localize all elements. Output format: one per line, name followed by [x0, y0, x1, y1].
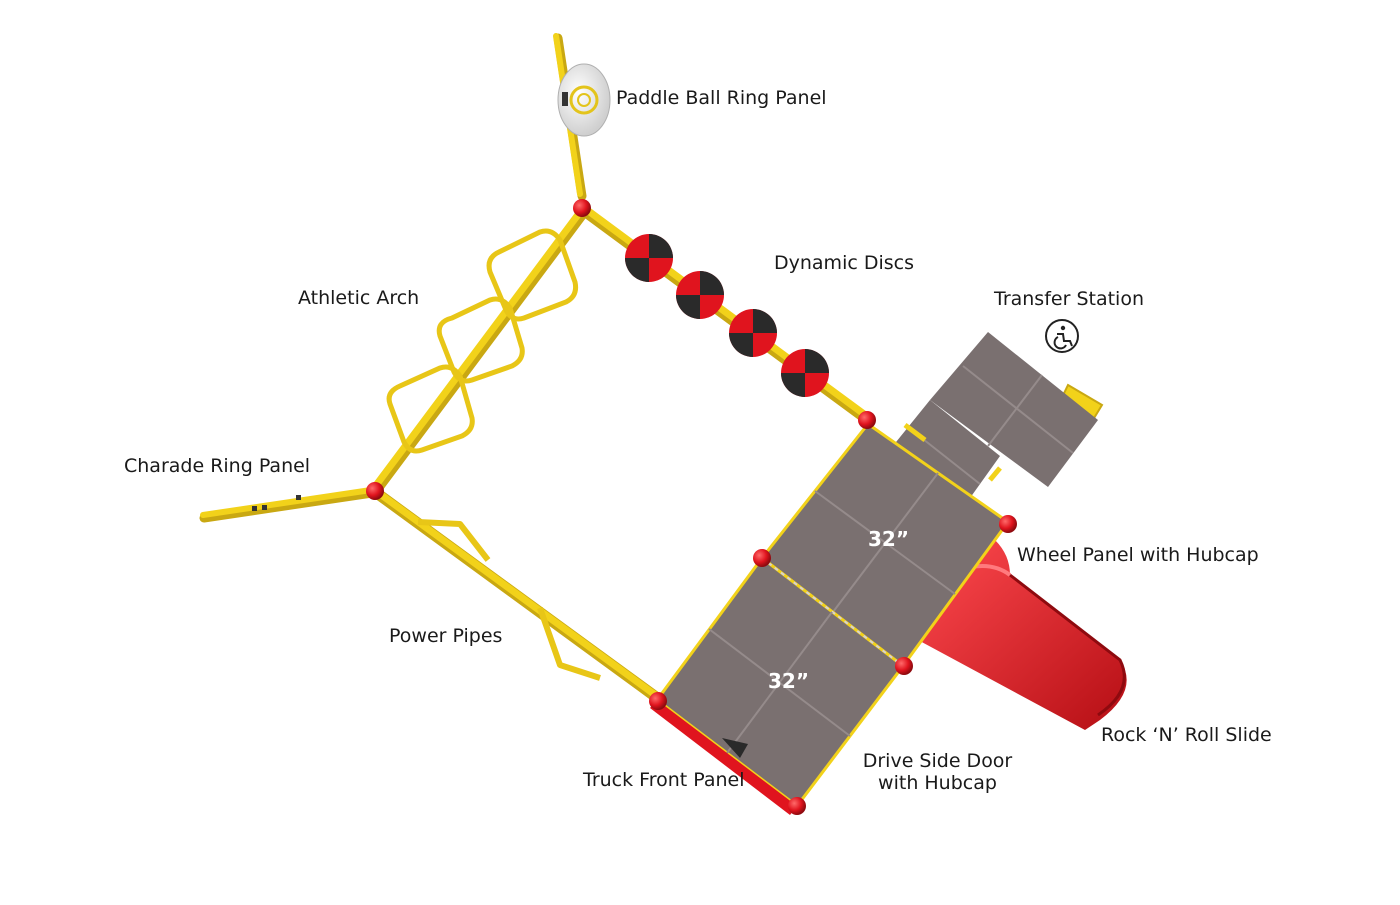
label-paddle-ball-ring-panel: Paddle Ball Ring Panel [616, 87, 827, 109]
joint-ball [895, 657, 913, 675]
wheelchair-icon [1045, 319, 1079, 353]
label-drive-side-door-line2: with Hubcap [878, 772, 997, 794]
power-pipes [372, 487, 666, 706]
disc [729, 309, 777, 357]
joint-ball [788, 797, 806, 815]
joint-ball [573, 199, 591, 217]
label-drive-side-door: Drive Side Door with Hubcap [860, 750, 1015, 794]
label-transfer-station: Transfer Station [994, 288, 1144, 310]
label-athletic-arch: Athletic Arch [298, 287, 420, 309]
joint-balls [366, 199, 1017, 815]
disc [676, 271, 724, 319]
deck-lower [650, 555, 906, 815]
joint-ball [858, 411, 876, 429]
transfer-station [888, 332, 1104, 512]
deck-size-upper: 32” [868, 527, 909, 551]
joint-ball [366, 482, 384, 500]
joint-ball [649, 692, 667, 710]
label-drive-side-door-line1: Drive Side Door [862, 750, 1013, 772]
label-truck-front-panel: Truck Front Panel [583, 769, 745, 791]
deck-upper [759, 421, 1011, 669]
joint-ball [999, 515, 1017, 533]
label-wheel-panel-with-hubcap: Wheel Panel with Hubcap [1017, 544, 1259, 566]
dynamic-discs [577, 203, 874, 426]
paddle-ball-ring-panel [553, 33, 611, 201]
disc [781, 349, 829, 397]
athletic-arch [370, 208, 588, 496]
deck-size-lower: 32” [768, 669, 809, 693]
charade-ring-panel [199, 487, 377, 523]
label-dynamic-discs: Dynamic Discs [774, 252, 914, 274]
label-rock-n-roll-slide: Rock ‘N’ Roll Slide [1101, 724, 1272, 746]
joint-ball [753, 549, 771, 567]
label-charade-ring-panel: Charade Ring Panel [124, 455, 311, 477]
label-power-pipes: Power Pipes [389, 625, 503, 647]
disc [625, 234, 673, 282]
